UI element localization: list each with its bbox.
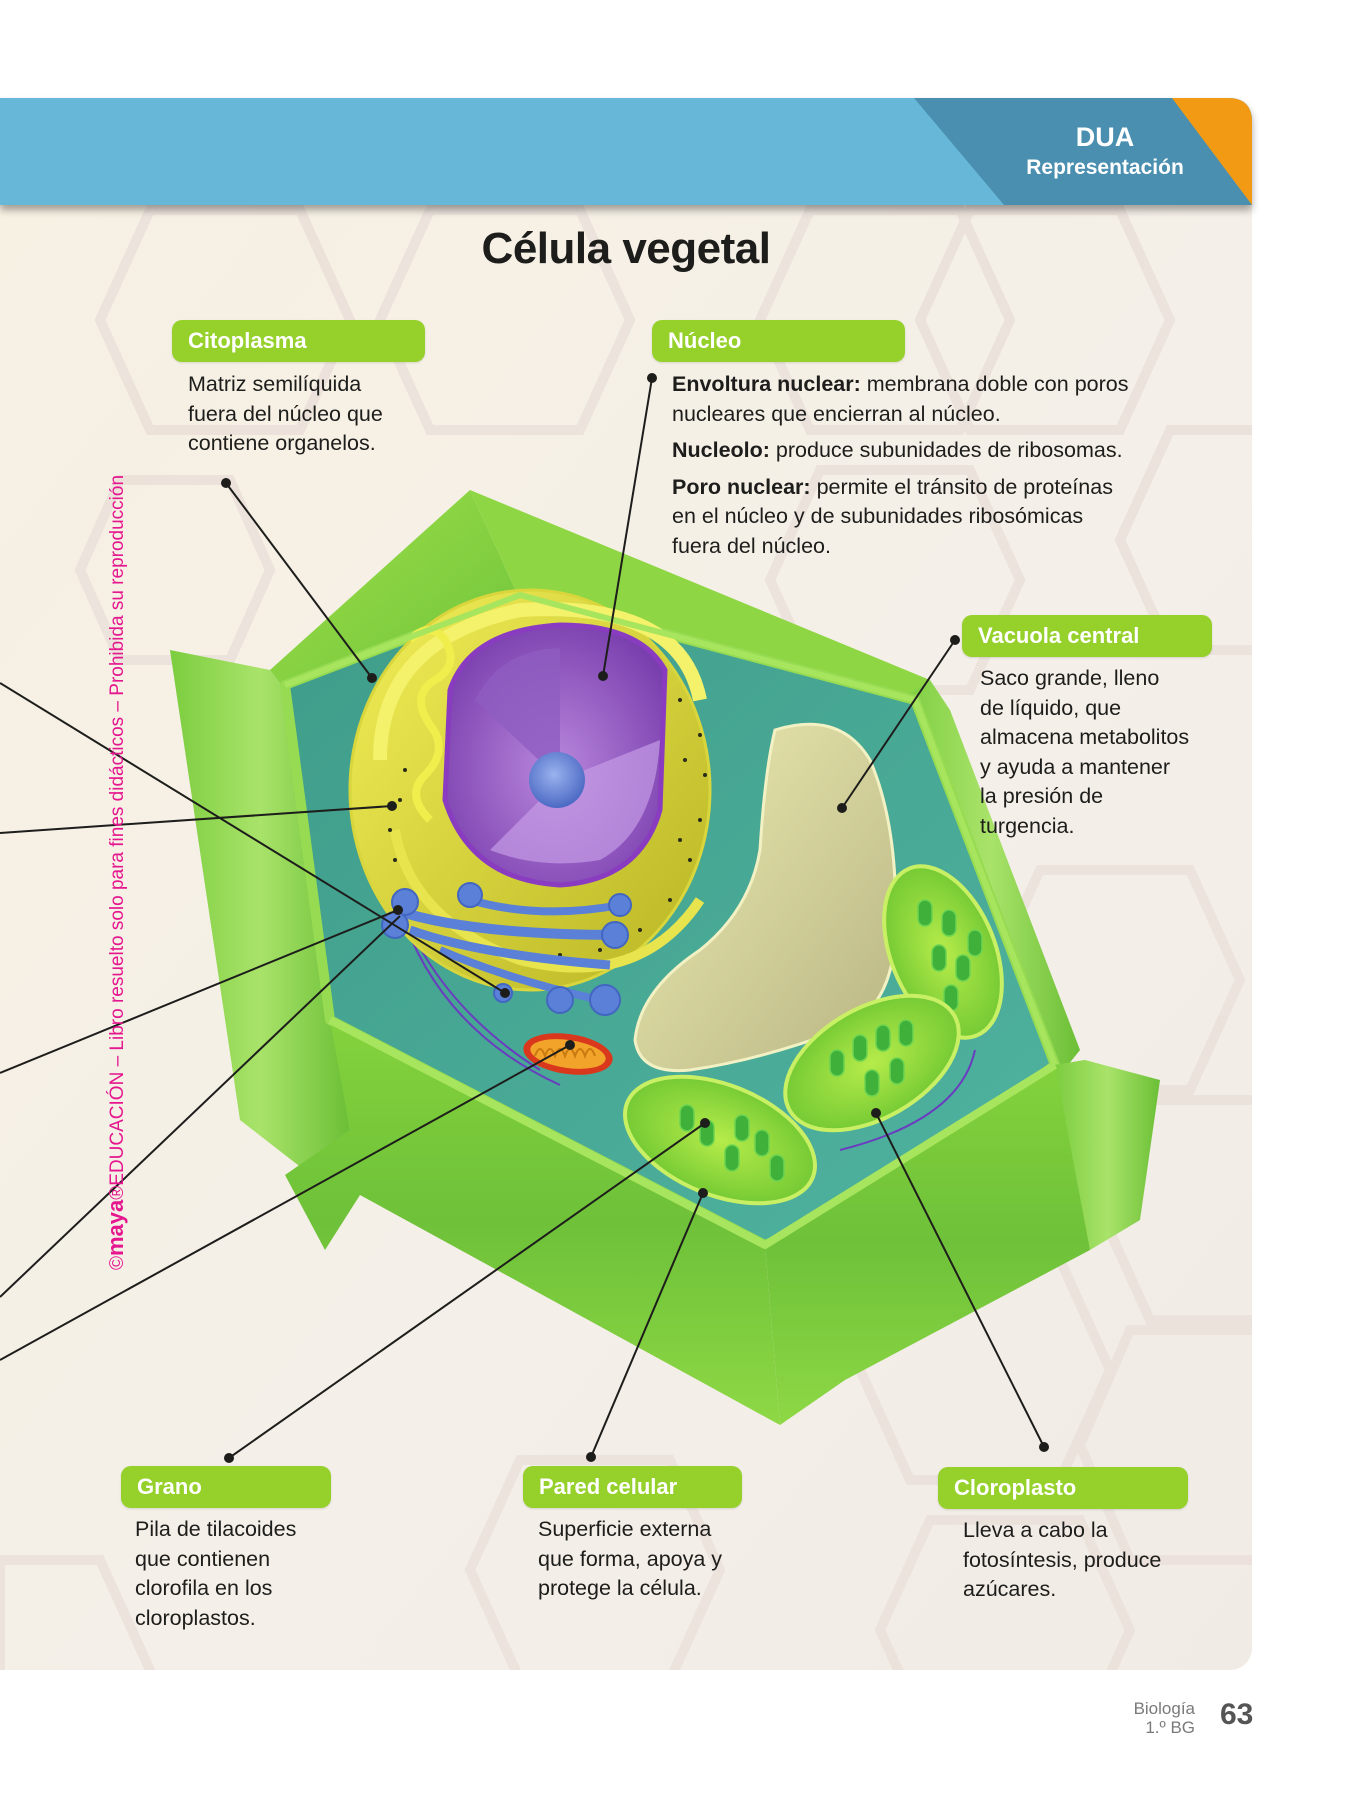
term: Envoltura nuclear:	[672, 372, 861, 396]
nucleo-item-nucleolo: Nucleolo: produce subunidades de ribosom…	[672, 436, 1128, 466]
brand-logo: maya	[103, 1199, 128, 1256]
definition: produce subunidades de ribosomas.	[769, 438, 1123, 462]
label-nucleo: Núcleo	[652, 320, 905, 362]
description-line: y ayuda a mantener	[980, 754, 1171, 779]
label-grano: Grano	[121, 1466, 331, 1508]
description-line: Superficie externa	[538, 1517, 712, 1541]
description-grano: Pila de tilacoides que contienen clorofi…	[135, 1515, 296, 1633]
dua-title: DUA	[1075, 122, 1135, 152]
watermark-text: EDUCACIÓN – Libro resuelto solo para fin…	[107, 474, 128, 1186]
copyright-symbol: ©	[107, 1256, 128, 1270]
description-nucleo: Envoltura nuclear: membrana doble con po…	[672, 370, 1128, 568]
footer-subject: Biología 1.º BG	[1134, 1699, 1195, 1737]
definition: en el núcleo y de subunidades ribosómica…	[672, 504, 1084, 528]
page-title: Célula vegetal	[481, 224, 771, 273]
copyright-watermark: ©maya®EDUCACIÓN – Libro resuelto solo pa…	[103, 475, 129, 1270]
label-citoplasma: Citoplasma	[172, 320, 425, 362]
description-line: que forma, apoya y	[538, 1546, 723, 1571]
description-line: Saco grande, lleno	[980, 666, 1160, 690]
description-line: turgencia.	[980, 813, 1075, 838]
description-line: protege la célula.	[538, 1576, 702, 1600]
banner-orange-corner	[1172, 98, 1252, 205]
label-vacuola: Vacuola central	[962, 615, 1212, 657]
term: Nucleolo:	[672, 438, 770, 462]
grade-level: 1.º BG	[1145, 1718, 1195, 1737]
description-line: Matriz semilíquida	[188, 372, 362, 396]
cytoskeleton-strand	[839, 1049, 976, 1151]
chloroplast	[783, 993, 961, 1133]
cell-wall-rim	[283, 592, 1058, 1067]
dua-subtitle: Representación	[1026, 156, 1184, 179]
nucleolus	[529, 752, 585, 808]
description-citoplasma: Matriz semilíquida fuera del núcleo que …	[188, 370, 383, 459]
term: Poro nuclear:	[672, 474, 811, 499]
description-line: contiene organelos.	[188, 431, 376, 455]
nucleus-cutaway	[475, 648, 560, 780]
label-pared-celular: Pared celular	[523, 1466, 742, 1508]
description-line: cloroplastos.	[135, 1605, 256, 1630]
definition: nucleares que encierran al núcleo.	[672, 401, 1001, 426]
nucleo-item-poro: Poro nuclear: permite el tránsito de pro…	[672, 473, 1128, 562]
definition: permite el tránsito de proteínas	[810, 474, 1113, 499]
description-line: azúcares.	[963, 1577, 1057, 1601]
description-vacuola: Saco grande, lleno de líquido, que almac…	[980, 664, 1189, 841]
dua-banner	[0, 98, 1252, 205]
cell-wall-right-flap	[1055, 1060, 1160, 1250]
description-line: que contienen	[135, 1546, 271, 1571]
description-line: Lleva a cabo la	[963, 1518, 1108, 1542]
description-cloroplasto: Lleva a cabo la fotosíntesis, produce az…	[963, 1516, 1161, 1605]
description-line: almacena metabolitos	[980, 725, 1190, 749]
registered-symbol: ®	[107, 1185, 128, 1200]
description-line: fuera del núcleo que	[188, 401, 383, 426]
definition: membrana doble con poros	[860, 372, 1129, 396]
nucleo-item-envoltura: Envoltura nuclear: membrana doble con po…	[672, 370, 1128, 429]
page-number: 63	[1220, 1698, 1254, 1731]
nucleus-cutaway	[490, 740, 660, 864]
cell-wall-back-right	[470, 490, 930, 700]
description-line: la presión de	[980, 784, 1104, 808]
subject-name: Biología	[1133, 1699, 1195, 1718]
description-line: Pila de tilacoides	[135, 1517, 297, 1541]
banner-dark-band	[914, 98, 1252, 205]
definition: fuera del núcleo.	[672, 533, 831, 558]
description-line: fotosíntesis, produce	[963, 1547, 1162, 1572]
description-line: clorofila en los	[135, 1576, 273, 1600]
description-pared-celular: Superficie externa que forma, apoya y pr…	[538, 1515, 722, 1604]
label-cloroplasto: Cloroplasto	[938, 1467, 1188, 1509]
description-line: de líquido, que	[980, 695, 1122, 720]
